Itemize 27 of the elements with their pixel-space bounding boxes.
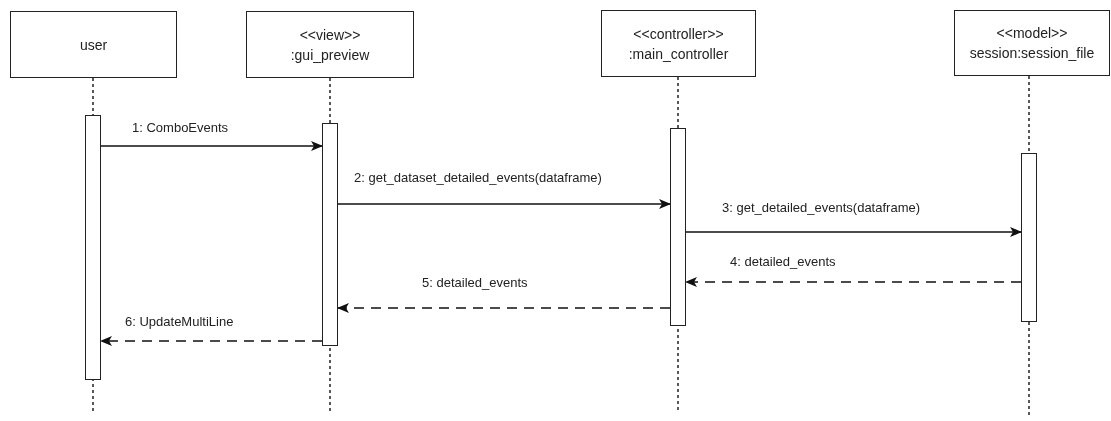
edge-label: 1: ComboEvents <box>130 120 231 135</box>
edge-label: 2: get_dataset_detailed_events(dataframe) <box>352 170 604 185</box>
participant-label: :main_controller <box>628 44 729 64</box>
participant-label: <<controller>> <box>633 24 724 44</box>
message-arrow <box>100 141 323 151</box>
edge-label: 4: detailed_events <box>728 254 838 269</box>
edge-label: 3: get_detailed_events(dataframe) <box>720 200 922 215</box>
message-arrow <box>685 227 1022 237</box>
participant-box <box>954 10 1110 76</box>
participant-label: session:session_file <box>969 44 1095 63</box>
activation-bar <box>322 123 338 346</box>
edge-label: 5: detailed_events <box>420 275 530 290</box>
message-arrow <box>337 199 671 209</box>
return-arrow <box>337 303 671 313</box>
return-arrow <box>100 336 323 346</box>
participant-label: <<model>> <box>996 24 1068 43</box>
participant-box <box>601 10 756 77</box>
participant-label: :gui_preview <box>290 45 370 65</box>
activation-bar <box>85 115 101 380</box>
participant-box <box>246 11 414 78</box>
activation-bar <box>1021 153 1037 322</box>
participant-label: user <box>79 35 108 55</box>
activation-bar <box>670 128 686 326</box>
participant-box <box>10 11 177 78</box>
return-arrow <box>685 277 1022 287</box>
edge-label: 6: UpdateMultiLine <box>123 314 236 329</box>
participant-label: <<view>> <box>299 25 361 45</box>
